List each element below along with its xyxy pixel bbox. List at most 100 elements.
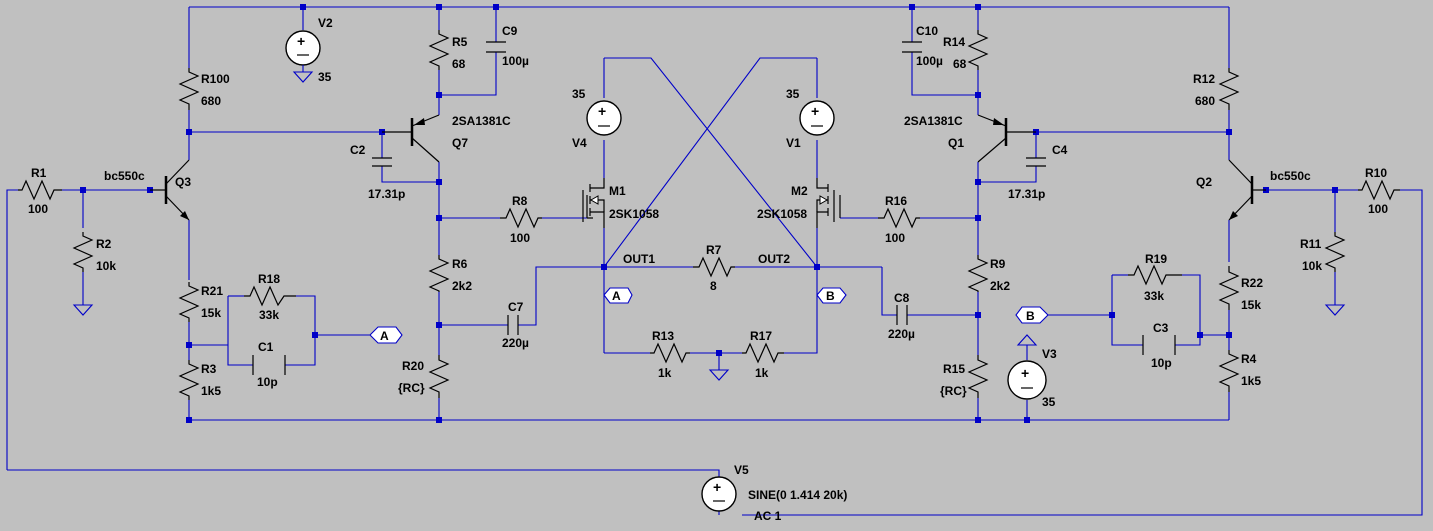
q3-symbol xyxy=(150,159,190,221)
flag-b-mid-icon xyxy=(816,287,847,304)
c3-symbol xyxy=(1142,335,1176,355)
wires xyxy=(6,6,1423,516)
r5-value: 68 xyxy=(452,57,466,71)
ground-icon xyxy=(72,304,94,316)
r5-symbol xyxy=(428,30,450,70)
r3-name: R3 xyxy=(201,362,217,376)
r14-value: 68 xyxy=(953,57,967,71)
q1-symbol xyxy=(977,114,1036,163)
r18-name: R18 xyxy=(258,272,280,286)
transistor-symbols xyxy=(150,114,1266,228)
v3-name: V3 xyxy=(1042,347,1057,361)
c9-name: C9 xyxy=(502,24,518,38)
r1-symbol xyxy=(18,179,62,201)
r3-symbol xyxy=(178,360,200,400)
flag-b-right-icon xyxy=(1015,306,1049,324)
c8-symbol xyxy=(896,305,908,325)
r8-name: R8 xyxy=(512,194,528,208)
c1-symbol xyxy=(252,355,286,375)
r17-name: R17 xyxy=(750,329,772,343)
component-labels: R1 100 R2 10k bc550c Q3 R100 680 R21 15k… xyxy=(28,16,1388,523)
r22-symbol xyxy=(1218,266,1240,310)
r12-name: R12 xyxy=(1193,72,1215,86)
q2-name: Q2 xyxy=(1196,175,1212,189)
r18-value: 33k xyxy=(259,308,279,322)
r18-symbol xyxy=(244,285,296,307)
voltage-sources: + + + + + xyxy=(285,30,1047,512)
r5-name: R5 xyxy=(452,35,468,49)
r16-name: R16 xyxy=(885,194,907,208)
m1-name: M1 xyxy=(609,184,626,198)
r8-value: 100 xyxy=(510,231,530,245)
r14-symbol xyxy=(967,30,989,70)
v4-value: 35 xyxy=(572,87,586,101)
r19-value: 33k xyxy=(1144,289,1164,303)
q2-model: bc550c xyxy=(1270,169,1311,183)
m2-name: M2 xyxy=(791,184,808,198)
r19-name: R19 xyxy=(1145,252,1167,266)
r13-name: R13 xyxy=(652,329,674,343)
flag-a-mid-icon xyxy=(603,287,633,304)
r4-symbol xyxy=(1218,350,1240,392)
q3-name: Q3 xyxy=(175,175,191,189)
r7-name: R7 xyxy=(706,243,722,257)
r100-symbol xyxy=(178,68,200,110)
r6-name: R6 xyxy=(452,257,468,271)
v1-symbol: + xyxy=(799,100,835,136)
r10-value: 100 xyxy=(1368,202,1388,216)
r9-name: R9 xyxy=(990,257,1006,271)
v2-name: V2 xyxy=(318,16,333,30)
ground-icon xyxy=(1324,304,1346,316)
flag-a-left-label: A xyxy=(380,329,389,343)
m1-model: 2SK1058 xyxy=(609,207,659,221)
c2-name: C2 xyxy=(350,143,366,157)
r11-value: 10k xyxy=(1302,259,1322,273)
c7-name: C7 xyxy=(508,300,524,314)
net-flags: A A B B xyxy=(369,287,1049,344)
r1-name: R1 xyxy=(31,166,47,180)
c3-value: 10p xyxy=(1151,356,1172,370)
r11-symbol xyxy=(1324,232,1346,272)
v5-ac: AC 1 xyxy=(754,509,782,523)
r16-value: 100 xyxy=(885,231,905,245)
svg-text:+: + xyxy=(1021,365,1029,381)
v1-name: V1 xyxy=(786,136,801,150)
capacitor-symbols xyxy=(252,41,1176,375)
r2-value: 10k xyxy=(96,259,116,273)
r17-symbol xyxy=(742,342,784,364)
c7-value: 220µ xyxy=(502,336,529,350)
r13-value: 1k xyxy=(658,366,672,380)
c10-value: 100µ xyxy=(916,54,943,68)
r22-name: R22 xyxy=(1241,276,1263,290)
v5-name: V5 xyxy=(734,463,749,477)
r12-symbol xyxy=(1218,68,1240,110)
r20-symbol xyxy=(428,355,450,398)
r19-symbol xyxy=(1128,264,1182,286)
v3-value: 35 xyxy=(1042,395,1056,409)
c2-symbol xyxy=(372,157,392,167)
c8-name: C8 xyxy=(894,291,910,305)
svg-text:+: + xyxy=(713,479,721,495)
flag-b-right-label: B xyxy=(1026,309,1035,323)
v5-spice: SINE(0 1.414 20k) xyxy=(748,488,847,502)
q2-symbol xyxy=(1228,159,1266,221)
c8-value: 220µ xyxy=(888,327,915,341)
r9-value: 2k2 xyxy=(990,279,1010,293)
q7-model: 2SA1381C xyxy=(452,114,511,128)
out2-label: OUT2 xyxy=(758,252,790,266)
q7-name: Q7 xyxy=(452,136,468,150)
r10-symbol xyxy=(1358,179,1400,201)
v5-symbol: + xyxy=(701,476,737,512)
r6-symbol xyxy=(428,255,450,292)
r6-value: 2k2 xyxy=(452,279,472,293)
flag-a-left-icon xyxy=(369,326,403,344)
r15-name: R15 xyxy=(943,362,965,376)
svg-text:+: + xyxy=(811,103,819,119)
c9-symbol xyxy=(486,41,506,53)
svg-text:+: + xyxy=(598,103,606,119)
c3-name: C3 xyxy=(1153,321,1169,335)
r22-value: 15k xyxy=(1241,298,1261,312)
svg-text:+: + xyxy=(297,33,305,49)
c1-value: 10p xyxy=(257,375,278,389)
